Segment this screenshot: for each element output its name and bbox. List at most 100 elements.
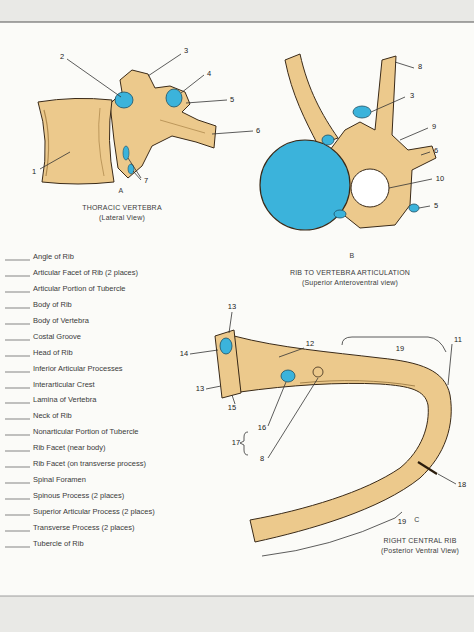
leader-line bbox=[395, 62, 414, 68]
figure-caption: (Posterior Ventral View) bbox=[381, 547, 459, 554]
figure-caption: (Superior Anteroventral view) bbox=[302, 279, 398, 286]
callout-number: 2 bbox=[60, 53, 64, 61]
rib-posterior-view bbox=[300, 381, 415, 386]
callout-number: 16 bbox=[258, 424, 266, 432]
callout-number: 13 bbox=[196, 385, 204, 393]
callout-number: 19 bbox=[396, 345, 404, 353]
answer-blank bbox=[5, 308, 30, 309]
callout-number: 10 bbox=[436, 175, 444, 183]
callout-number: 6 bbox=[256, 127, 260, 135]
part-name: Articular Portion of Tubercle bbox=[33, 285, 126, 293]
leader-line bbox=[229, 312, 232, 333]
leader-line bbox=[438, 474, 456, 484]
leader-line bbox=[148, 54, 181, 76]
rib-vertebra-articulation bbox=[351, 169, 389, 207]
part-name: Rib Facet (near body) bbox=[33, 444, 106, 452]
callout-number: 18 bbox=[458, 481, 466, 489]
answer-blank bbox=[5, 467, 30, 468]
leader-line bbox=[268, 378, 318, 458]
callout-number: 3 bbox=[184, 47, 188, 55]
articular-facet bbox=[322, 135, 334, 145]
rib-posterior-view bbox=[313, 367, 323, 377]
leader-line bbox=[181, 75, 204, 93]
leader-line bbox=[279, 348, 304, 357]
callout-number: 5 bbox=[230, 96, 234, 104]
paper-sheet bbox=[0, 22, 474, 596]
answer-blank bbox=[5, 356, 30, 357]
part-name: Neck of Rib bbox=[33, 412, 72, 420]
callout-number: 11 bbox=[454, 336, 462, 344]
bracket bbox=[240, 432, 248, 455]
articular-facet bbox=[220, 338, 295, 382]
figure-caption: A bbox=[119, 187, 124, 194]
callout-number: 7 bbox=[144, 177, 148, 185]
rib-posterior-view bbox=[418, 462, 437, 474]
callout-number: 5 bbox=[434, 202, 438, 210]
part-name: Body of Rib bbox=[33, 301, 72, 309]
leader-line bbox=[268, 382, 286, 426]
articular-facet bbox=[353, 106, 371, 118]
articular-facet bbox=[281, 370, 295, 382]
callout-number: 4 bbox=[207, 70, 211, 78]
answer-blank bbox=[5, 419, 30, 420]
paper-sheet bbox=[0, 22, 474, 23]
answer-blank bbox=[5, 403, 30, 404]
articular-facet bbox=[409, 204, 419, 212]
answer-blank bbox=[5, 515, 30, 516]
leader-line bbox=[421, 152, 430, 155]
part-name: Head of Rib bbox=[33, 349, 73, 357]
leader-line bbox=[371, 62, 432, 208]
answer-blank bbox=[5, 531, 30, 532]
figure-caption: (Lateral View) bbox=[99, 214, 145, 221]
leader-line bbox=[371, 97, 405, 112]
callout-number: 17 bbox=[232, 439, 240, 447]
answer-blank bbox=[5, 499, 30, 500]
answer-blank bbox=[5, 451, 30, 452]
articular-facet bbox=[166, 89, 182, 107]
figure-caption: RIGHT CENTRAL RIB bbox=[383, 537, 456, 544]
leader-line bbox=[133, 171, 141, 180]
vertebra-lateral bbox=[38, 98, 114, 184]
answer-blank bbox=[5, 292, 30, 293]
answer-blank bbox=[5, 324, 30, 325]
rib-vertebra-articulation bbox=[260, 54, 436, 230]
answer-blank bbox=[5, 483, 30, 484]
part-name: Superior Articular Process (2 places) bbox=[33, 508, 155, 516]
bracket bbox=[342, 337, 446, 352]
articular-facet bbox=[334, 210, 346, 218]
rib-posterior-view bbox=[215, 330, 241, 398]
part-name: Lamina of Vertebra bbox=[33, 396, 96, 404]
part-name: Spinal Foramen bbox=[33, 476, 86, 484]
callout-number: 14 bbox=[180, 350, 188, 358]
part-name: Transverse Process (2 places) bbox=[33, 524, 134, 532]
vertebra-lateral bbox=[160, 120, 205, 133]
leader-line bbox=[206, 386, 221, 389]
articular-facet bbox=[115, 89, 182, 174]
leader-line bbox=[67, 59, 121, 97]
part-name: Costal Groove bbox=[33, 333, 81, 341]
leader-line bbox=[448, 344, 452, 385]
part-name: Nonarticular Portion of Tubercle bbox=[33, 428, 138, 436]
callout-number: 8 bbox=[418, 63, 422, 71]
answer-blank bbox=[5, 260, 30, 261]
part-name: Rib Facet (on transverse process) bbox=[33, 460, 146, 468]
figure-caption: C bbox=[414, 516, 419, 523]
callout-number: 13 bbox=[228, 303, 236, 311]
vertebra-lateral bbox=[38, 70, 216, 184]
part-name: Tubercle of Rib bbox=[33, 540, 84, 548]
paper-sheet bbox=[0, 22, 474, 596]
callout-number: 8 bbox=[260, 455, 264, 463]
rib-vertebra-articulation bbox=[285, 54, 338, 145]
part-name: Body of Vertebra bbox=[33, 317, 89, 325]
figure-caption: THORACIC VERTEBRA bbox=[82, 204, 162, 211]
leader-line bbox=[400, 128, 428, 140]
articular-facet bbox=[322, 106, 419, 218]
answer-blank bbox=[5, 372, 30, 373]
figure-caption: RIB TO VERTEBRA ARTICULATION bbox=[290, 269, 410, 276]
callout-number: 12 bbox=[306, 340, 314, 348]
answer-blank bbox=[5, 276, 30, 277]
leader-line bbox=[190, 312, 456, 484]
figure-caption: B bbox=[350, 252, 355, 259]
rib-vertebra-articulation bbox=[260, 140, 350, 230]
